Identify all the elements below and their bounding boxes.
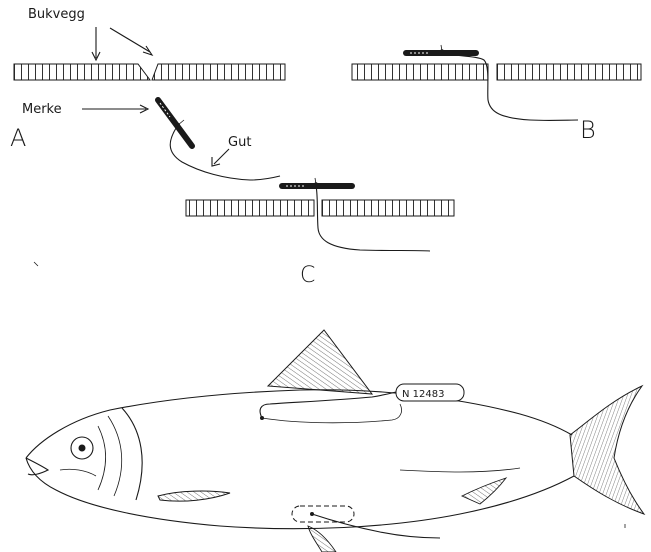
gut-label: Gut [228,135,251,150]
body-wall-left-b [352,64,488,80]
internal-tag-thread [312,514,440,538]
bukvegg-label: Bukvegg [28,7,85,22]
fish-eye [71,437,93,459]
gill-cover [122,408,142,500]
dorsal-tag-thread [260,392,396,418]
pelvic-fin [308,526,336,552]
panel-c: C [186,178,454,288]
tag-number-label: N 12483 [396,384,464,401]
tag-number: N 12483 [402,389,444,400]
stray-mark [34,262,38,266]
dorsal-fin [268,330,372,394]
gill-line [108,416,122,496]
anal-fin [462,478,506,504]
tag-b [406,45,476,53]
lateral-line [400,468,520,472]
gut-thread-c [316,186,430,251]
body-wall-left-a [14,64,150,80]
pectoral-fin [158,491,230,501]
panel-a: Bukvegg Merke Gut A [10,7,285,180]
internal-tag [292,506,354,522]
tag-c [282,178,352,186]
panel-a-letter: A [10,124,26,152]
fish-body-outline [26,390,574,529]
gut-arrow [212,149,229,166]
panel-b-letter: B [580,116,596,144]
gut-thread-b [442,53,578,120]
panel-b: B [352,45,641,144]
body-wall-right-c [322,200,454,216]
body-wall-right-b [497,64,641,80]
gill-line [98,426,106,490]
bukvegg-arrows [92,27,152,60]
tail-fin [570,386,644,514]
merke-arrow [82,105,148,113]
gill-line [60,469,96,476]
herring-drawing: N 12483 [26,330,644,552]
merke-label: Merke [22,102,62,117]
body-wall-left-c [186,200,314,216]
tag-a [158,100,192,146]
body-wall-right-a [152,64,285,80]
tag-lower-thread [262,404,402,423]
panel-c-letter: C [300,263,315,288]
